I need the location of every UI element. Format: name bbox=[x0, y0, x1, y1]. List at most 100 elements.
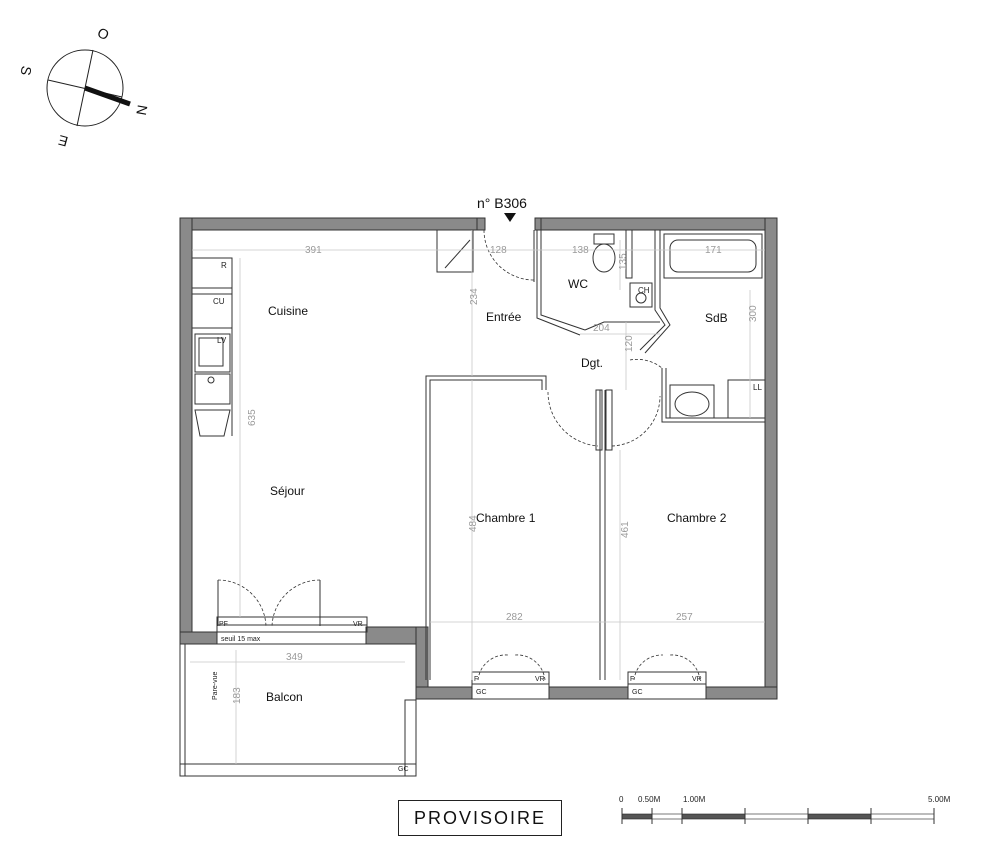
interior-partitions bbox=[425, 229, 765, 680]
room-chambre2: Chambre 2 bbox=[667, 511, 727, 525]
scale-label-500: 5.00M bbox=[928, 795, 951, 804]
balcony-rail-left bbox=[179, 643, 186, 777]
compass-n: N bbox=[133, 104, 151, 117]
scale-bar: 0 0.50M 1.00M 5.00M bbox=[619, 795, 951, 824]
room-sejour: Séjour bbox=[270, 484, 305, 498]
compass-north-needle bbox=[84, 85, 131, 107]
ch2-window-swing-l bbox=[633, 654, 664, 681]
wall-left bbox=[179, 217, 193, 645]
wall-bottom-sejour bbox=[179, 631, 218, 645]
label-pf: PF bbox=[219, 621, 228, 628]
unit-number: n° B306 bbox=[477, 195, 527, 211]
scale-seg-1 bbox=[621, 813, 653, 820]
toilet-tank bbox=[593, 233, 615, 245]
dim-dgt-height: 120 bbox=[624, 335, 635, 352]
label-f-ch2: F bbox=[630, 676, 634, 683]
exterior-walls bbox=[179, 217, 778, 700]
door-jamb-right bbox=[534, 217, 542, 231]
label-ch: CH bbox=[638, 286, 650, 295]
label-ll: LL bbox=[753, 383, 762, 392]
dim-ch2-width: 257 bbox=[676, 612, 693, 623]
ch2-window-frame bbox=[627, 671, 707, 700]
wall-bottom-ch1 bbox=[415, 686, 473, 700]
dimension-lines bbox=[190, 230, 765, 764]
scale-label-0: 0 bbox=[619, 795, 624, 804]
wc-left-wall bbox=[536, 230, 581, 336]
dim-balcon-height: 183 bbox=[232, 687, 243, 704]
label-vr-ch2: VR bbox=[692, 676, 702, 683]
sink bbox=[194, 333, 231, 373]
label-gc-ch2: GC bbox=[632, 689, 643, 696]
label-pare-vue: Pare-vue bbox=[212, 671, 219, 700]
dgt-post-right bbox=[605, 389, 613, 451]
sejour-door-left bbox=[217, 579, 267, 627]
cabinet-entree bbox=[436, 229, 474, 273]
room-labels: Cuisine Séjour Entrée WC SdB Dgt. Chambr… bbox=[266, 277, 728, 704]
wall-top-right bbox=[540, 217, 778, 231]
scale-seg-3 bbox=[681, 813, 746, 820]
wc-left-wall-inner bbox=[540, 230, 586, 331]
bathroom-fixtures bbox=[592, 233, 766, 419]
scale-seg-5 bbox=[807, 813, 872, 820]
ch1-door-swing bbox=[547, 391, 599, 447]
washbasin-counter bbox=[669, 384, 715, 419]
room-dgt: Dgt. bbox=[581, 356, 603, 370]
door-jamb-left bbox=[476, 217, 486, 231]
label-lv: LV bbox=[217, 336, 227, 345]
label-seuil: seuil 15 max bbox=[221, 636, 261, 643]
ch1-window-swing-r bbox=[514, 654, 546, 681]
sdb-left-wall bbox=[639, 230, 666, 351]
room-chambre1: Chambre 1 bbox=[476, 511, 536, 525]
washer-space bbox=[727, 379, 766, 419]
dim-dgt-width: 204 bbox=[593, 323, 610, 334]
ch1-partition-inner bbox=[429, 379, 543, 680]
oven bbox=[194, 409, 231, 437]
wall-top-left bbox=[179, 217, 478, 231]
label-vr-sejour: VR bbox=[353, 621, 363, 628]
cabinet-diag bbox=[444, 239, 471, 269]
room-cuisine: Cuisine bbox=[268, 304, 308, 318]
kitchen-fixtures bbox=[191, 229, 474, 437]
dim-bath-width: 171 bbox=[705, 245, 722, 256]
dim-sejour-height: 635 bbox=[247, 409, 258, 426]
compass-e: E bbox=[56, 132, 69, 150]
label-f-ch1: F bbox=[474, 676, 478, 683]
balcony-rail-bottom bbox=[179, 763, 417, 777]
room-sdb: SdB bbox=[705, 311, 728, 325]
label-r: R bbox=[221, 261, 227, 270]
sdb-left-wall-2 bbox=[644, 230, 671, 354]
balcony-rail-right bbox=[404, 699, 417, 777]
provisoire-stamp: PROVISOIRE bbox=[398, 800, 562, 836]
dim-entree-width: 128 bbox=[490, 245, 507, 256]
scale-seg-2 bbox=[651, 813, 683, 820]
dishwasher bbox=[194, 373, 231, 405]
dim-ch1-width: 282 bbox=[506, 612, 523, 623]
dim-sdb-height: 300 bbox=[748, 305, 759, 322]
dim-balcon-width: 349 bbox=[286, 652, 303, 663]
room-balcon: Balcon bbox=[266, 690, 303, 704]
dim-wc-height: 135 bbox=[618, 253, 629, 270]
dim-entree-height: 234 bbox=[469, 288, 480, 305]
wc-bottom-wall bbox=[584, 321, 660, 331]
wall-bottom-ch2 bbox=[705, 686, 778, 700]
room-entree: Entrée bbox=[486, 310, 522, 324]
dim-ch1-height: 484 bbox=[468, 515, 479, 532]
scale-label-100: 1.00M bbox=[683, 795, 706, 804]
dimension-labels: 391 128 138 171 135 234 204 300 120 635 … bbox=[232, 245, 759, 704]
bathtub-inner bbox=[669, 239, 757, 273]
balcony-slab bbox=[179, 643, 417, 777]
washbasin bbox=[674, 391, 710, 417]
scale-seg-6 bbox=[870, 813, 935, 820]
dgt-post-left bbox=[595, 389, 603, 451]
sink-drain bbox=[207, 376, 215, 384]
fridge bbox=[191, 257, 233, 289]
ch2-window-swing-r bbox=[669, 654, 701, 681]
compass: O S N E bbox=[18, 24, 151, 150]
ch1-window-swing-l bbox=[477, 654, 509, 681]
doors bbox=[217, 229, 701, 681]
compass-o: O bbox=[95, 24, 112, 43]
ch1-partition bbox=[425, 375, 547, 680]
label-vr-ch1: VR bbox=[535, 676, 545, 683]
entrance-arrow-icon bbox=[504, 213, 516, 222]
cooktop bbox=[191, 293, 233, 329]
